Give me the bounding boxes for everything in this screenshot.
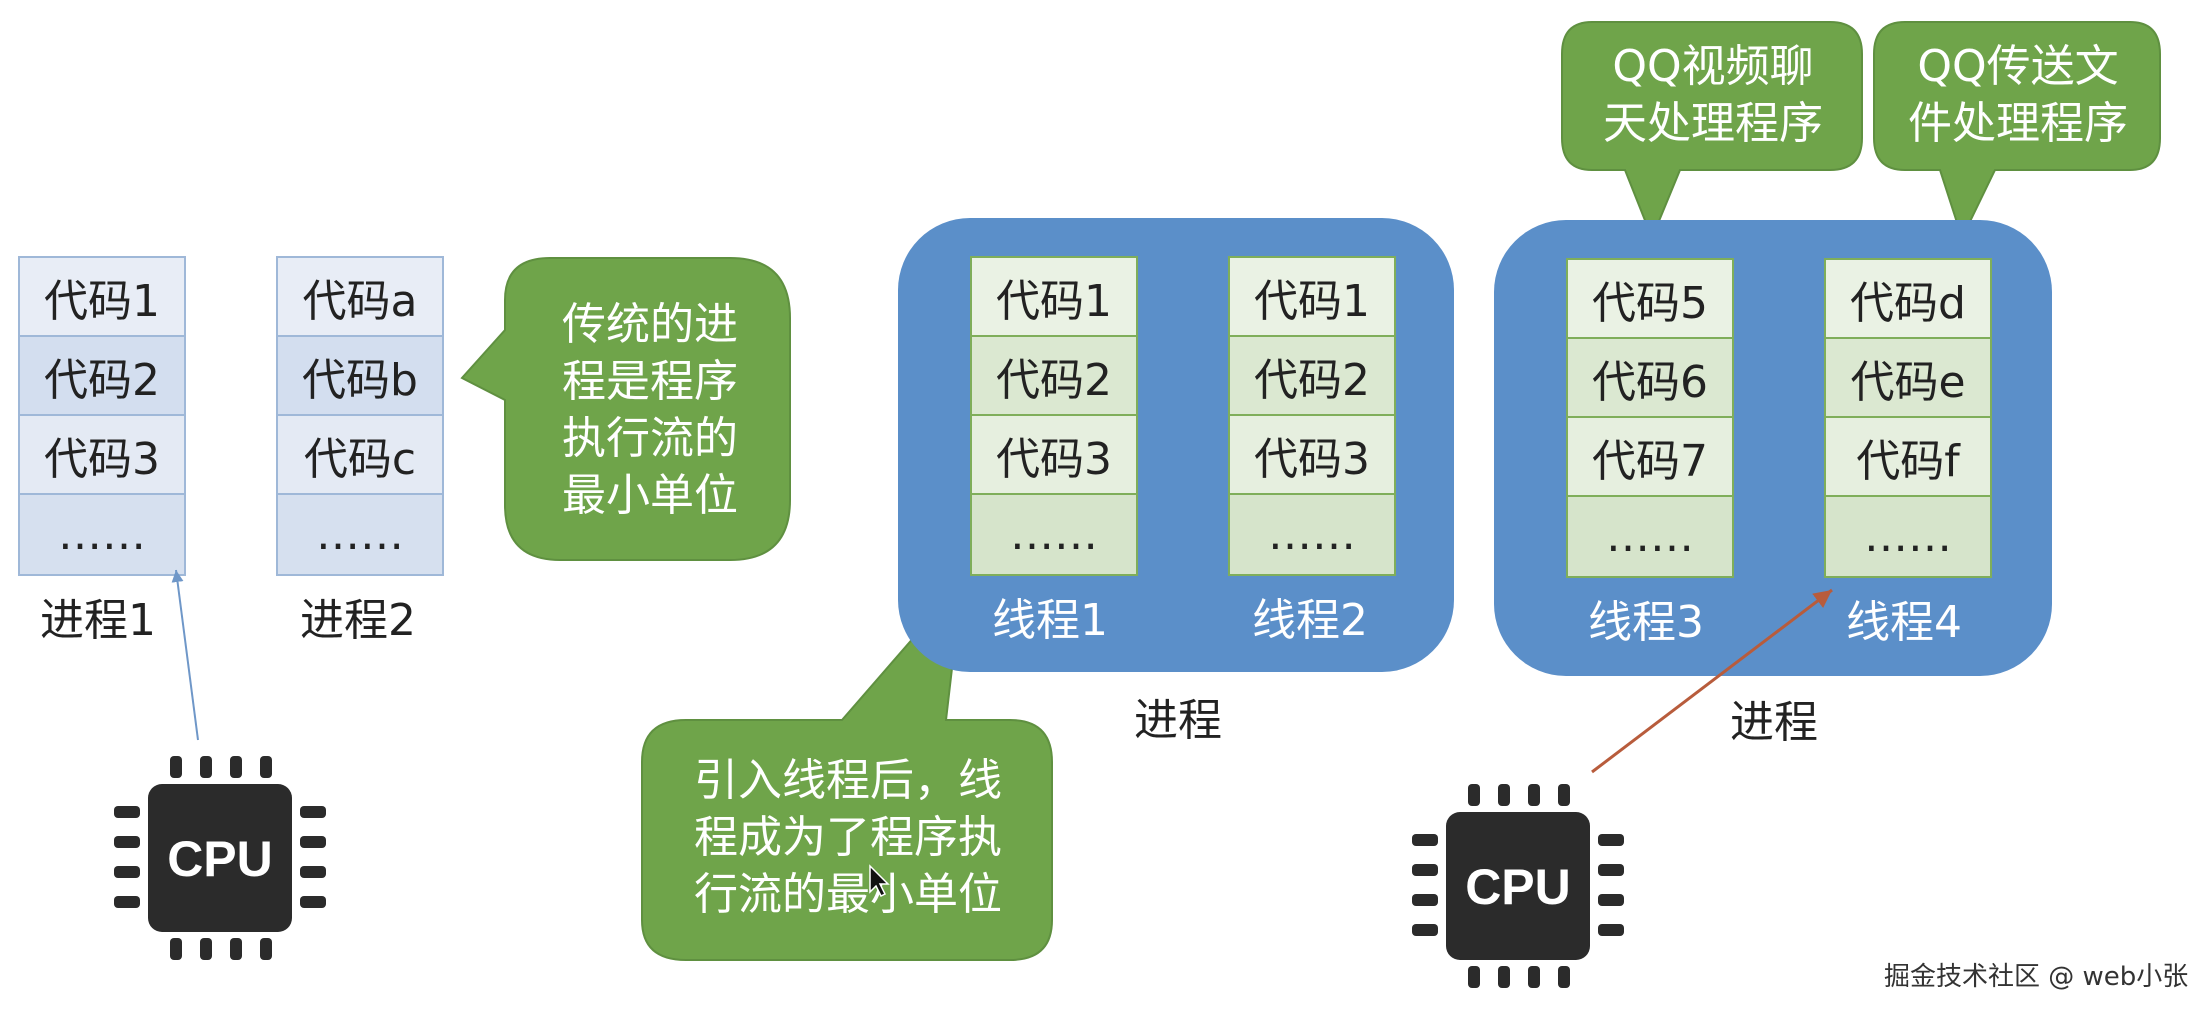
process-2-stack: 代码a 代码b 代码c …… <box>276 256 444 576</box>
code-cell: 代码3 <box>20 416 184 495</box>
thread-4-stack: 代码d 代码e 代码f …… <box>1824 258 1992 578</box>
callout-after-thread-text: 引入线程后，线 程成为了程序执 行流的最小单位 <box>652 752 1044 923</box>
callout-qq-file-text: QQ传送文 件处理程序 <box>1880 38 2156 152</box>
code-cell: …… <box>1826 497 1990 576</box>
process-1-label: 进程1 <box>40 595 156 646</box>
thread-3-label: 线程3 <box>1588 597 1704 648</box>
thread-2-stack: 代码1 代码2 代码3 …… <box>1228 256 1396 576</box>
code-cell: 代码f <box>1826 418 1990 497</box>
thread-3-stack: 代码5 代码6 代码7 …… <box>1566 258 1734 578</box>
code-cell: 代码2 <box>20 337 184 416</box>
thread-1-label: 线程1 <box>992 595 1108 646</box>
callout-line: 件处理程序 <box>1908 98 2128 149</box>
process-2-label: 进程2 <box>300 595 416 646</box>
callout-line: 传统的进 <box>562 299 738 350</box>
code-cell: 代码1 <box>972 258 1136 337</box>
cpu-icon-right: CPU <box>1412 784 1624 988</box>
cpu-right-arrow <box>1591 588 1833 774</box>
code-cell: 代码b <box>278 337 442 416</box>
callout-line: 引入线程后，线 <box>694 755 1002 806</box>
code-cell: 代码7 <box>1568 418 1732 497</box>
callout-after-thread-bubble <box>641 578 1053 961</box>
callout-traditional-bubble <box>460 256 791 561</box>
callout-line: QQ传送文 <box>1917 41 2119 92</box>
callout-line: 程是程序 <box>562 356 738 407</box>
code-cell: …… <box>1230 495 1394 574</box>
code-cell: …… <box>972 495 1136 574</box>
code-cell: 代码6 <box>1568 339 1732 418</box>
callout-line: 最小单位 <box>562 470 738 521</box>
code-cell: 代码1 <box>20 258 184 337</box>
callout-qq-video-text: QQ视频聊 天处理程序 <box>1570 38 1856 152</box>
code-cell: 代码2 <box>972 337 1136 416</box>
process-group-a-label: 进程 <box>1134 695 1222 746</box>
callout-qq-video-bubble <box>1561 21 1863 241</box>
callout-line: 天处理程序 <box>1603 98 1823 149</box>
callout-line: 程成为了程序执 <box>694 812 1002 863</box>
code-cell: 代码d <box>1826 260 1990 339</box>
code-cell: 代码e <box>1826 339 1990 418</box>
process-1-stack: 代码1 代码2 代码3 …… <box>18 256 186 576</box>
code-cell: …… <box>20 495 184 574</box>
callout-traditional-text: 传统的进 程是程序 执行流的 最小单位 <box>530 296 770 524</box>
code-cell: 代码2 <box>1230 337 1394 416</box>
thread-1-stack: 代码1 代码2 代码3 …… <box>970 256 1138 576</box>
code-cell: 代码1 <box>1230 258 1394 337</box>
thread-4-label: 线程4 <box>1846 597 1962 648</box>
callout-line: QQ视频聊 <box>1612 41 1814 92</box>
code-cell: 代码3 <box>972 416 1136 495</box>
cpu-left-label: CPU <box>167 831 273 887</box>
watermark: 掘金技术社区 @ web小张 <box>1884 962 2189 992</box>
code-cell: 代码3 <box>1230 416 1394 495</box>
code-cell: 代码c <box>278 416 442 495</box>
cpu-left-arrow <box>171 569 199 741</box>
code-cell: 代码5 <box>1568 260 1732 339</box>
cpu-right-label: CPU <box>1465 859 1571 915</box>
mouse-cursor-icon <box>869 864 890 898</box>
callout-line: 行流的最小单位 <box>694 869 1002 920</box>
code-cell: 代码a <box>278 258 442 337</box>
code-cell: …… <box>278 495 442 574</box>
callout-qq-file-bubble <box>1873 21 2161 241</box>
thread-2-label: 线程2 <box>1252 595 1368 646</box>
callout-line: 执行流的 <box>562 413 738 464</box>
cpu-icon-left: CPU <box>114 756 326 960</box>
process-group-b-label: 进程 <box>1730 697 1818 748</box>
code-cell: …… <box>1568 497 1732 576</box>
